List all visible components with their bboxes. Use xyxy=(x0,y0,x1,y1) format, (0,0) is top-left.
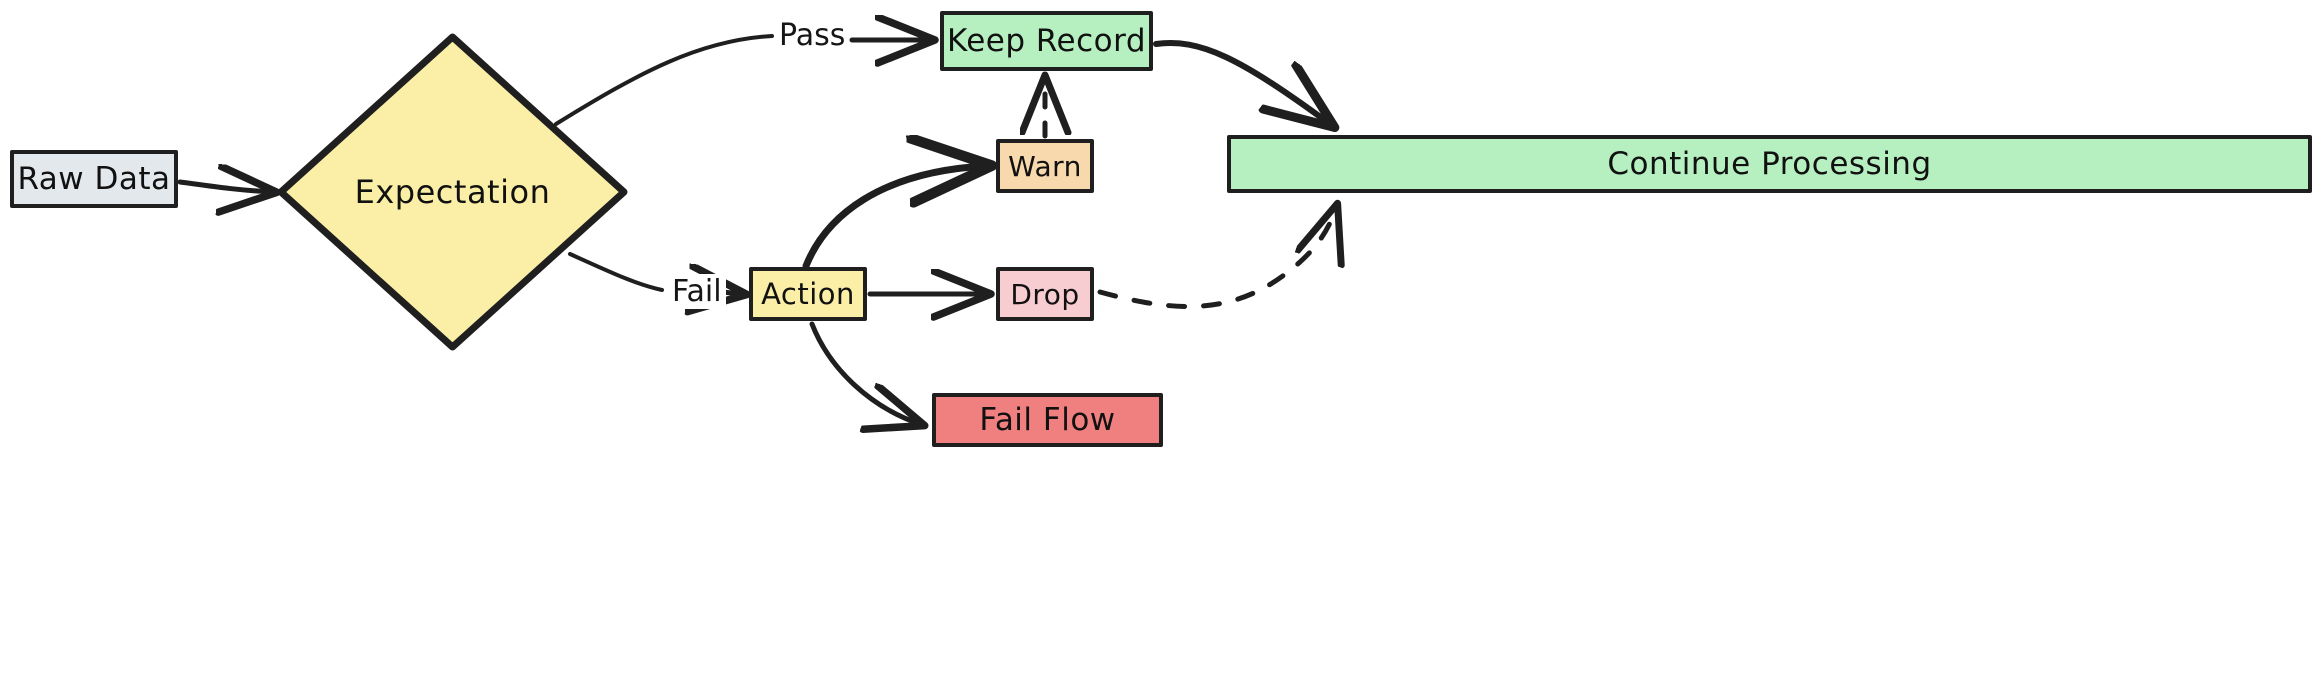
node-fail-flow-label: Fail Flow xyxy=(979,402,1116,438)
node-keep-record-label: Keep Record xyxy=(946,23,1147,59)
edge-action-to-fail-flow xyxy=(809,321,920,424)
edge-expectation-to-keep-record xyxy=(554,36,930,126)
node-drop[interactable]: Drop xyxy=(996,267,1094,321)
node-continue-processing-label: Continue Processing xyxy=(1607,146,1932,182)
node-continue-processing[interactable]: Continue Processing xyxy=(1227,135,2312,193)
diamond-shape-icon xyxy=(277,33,628,351)
edge-label-fail: Fail xyxy=(668,274,726,309)
node-drop-label: Drop xyxy=(1010,277,1080,311)
node-action-label: Action xyxy=(761,277,855,311)
node-fail-flow[interactable]: Fail Flow xyxy=(932,393,1163,447)
node-raw-data[interactable]: Raw Data xyxy=(10,150,178,208)
node-keep-record[interactable]: Keep Record xyxy=(940,11,1153,71)
node-warn-label: Warn xyxy=(1008,149,1082,183)
node-expectation[interactable]: Expectation xyxy=(277,33,628,351)
edge-raw-data-to-expectation xyxy=(177,182,272,192)
node-action[interactable]: Action xyxy=(749,267,867,321)
edge-keep-record-to-continue-processing xyxy=(1153,40,1330,124)
edge-label-pass: Pass xyxy=(775,18,850,53)
edge-action-to-warn xyxy=(802,166,985,270)
node-warn[interactable]: Warn xyxy=(996,139,1094,193)
node-raw-data-label: Raw Data xyxy=(17,161,171,197)
edge-drop-to-continue-processing xyxy=(1097,208,1336,309)
